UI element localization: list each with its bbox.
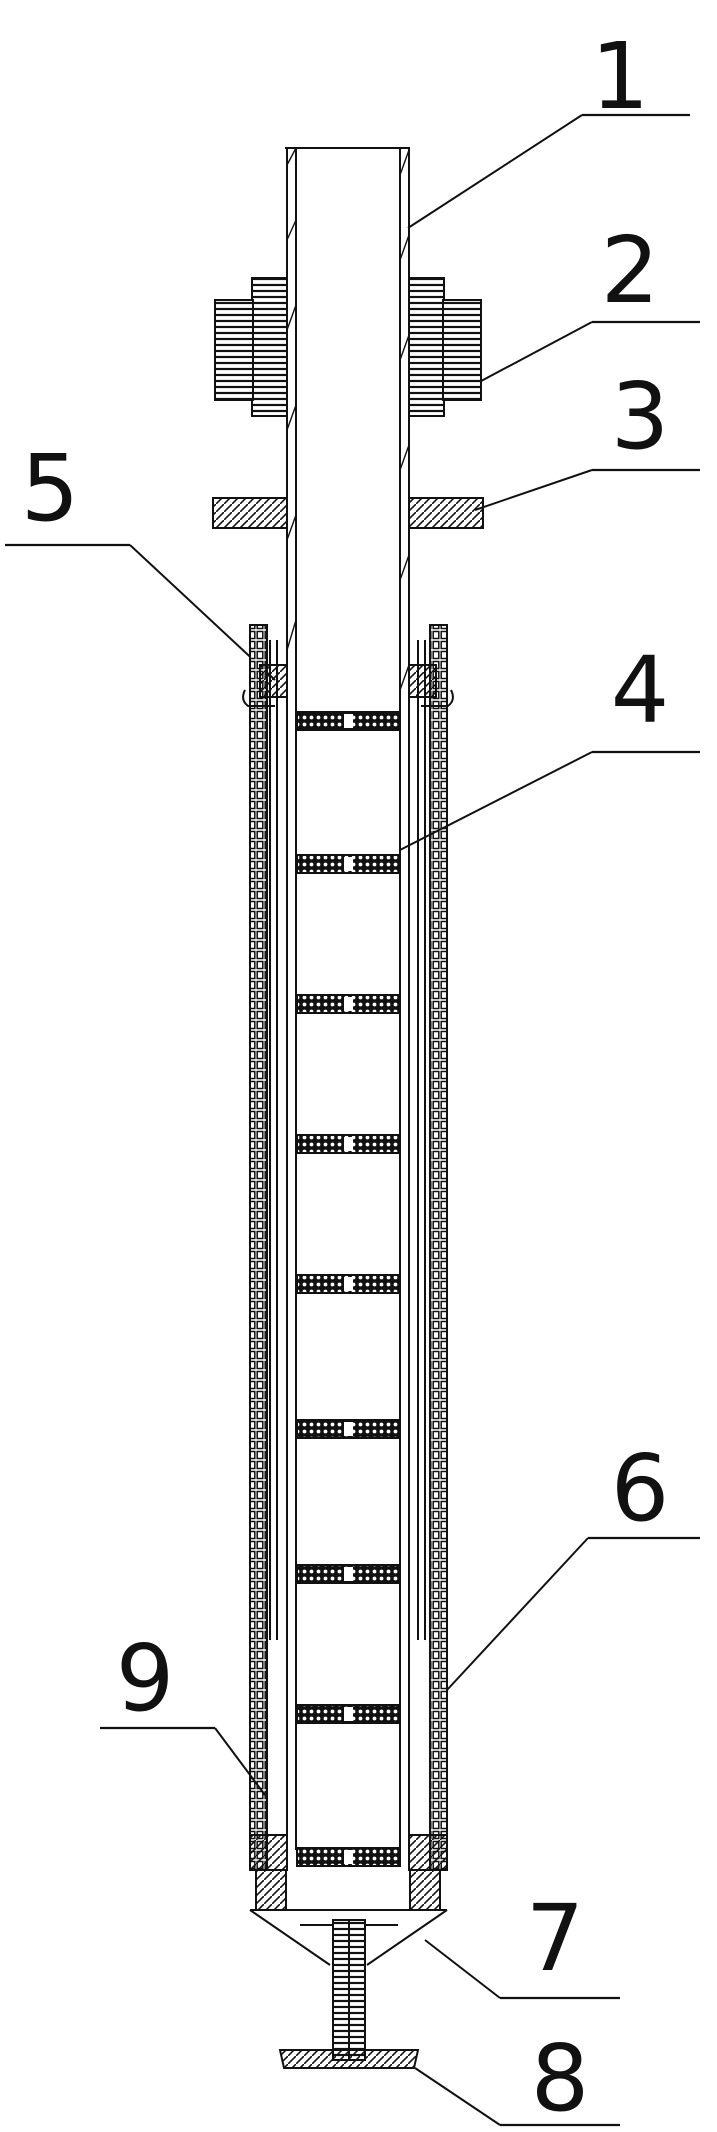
- top-fitting-left: [242, 664, 288, 707]
- plate-right: [408, 497, 484, 529]
- label-8-number: 8: [531, 2025, 590, 2132]
- top-fitting-right-hook: [421, 689, 454, 707]
- label-8: 8: [414, 2025, 620, 2132]
- outer-sleeve-right-wall: [429, 624, 448, 1871]
- filter-disc-center-gap: [344, 1422, 353, 1436]
- label-6-leader: [446, 1537, 589, 1691]
- label-7-number: 7: [526, 1885, 585, 1992]
- label-8-leader: [414, 2067, 501, 2126]
- label-9-number: 9: [116, 1625, 175, 1732]
- label-5: 5: [5, 435, 276, 681]
- bottom-collar-right: [409, 1869, 441, 1911]
- filter-disc-center-gap: [344, 1567, 353, 1581]
- label-9: 9: [100, 1625, 266, 1796]
- filter-disc: [296, 854, 401, 874]
- filter-disc-center-gap: [344, 1277, 353, 1291]
- label-6-number: 6: [611, 1435, 670, 1542]
- filter-disc: [296, 1847, 401, 1867]
- clamp-left-outer-block: [214, 299, 254, 401]
- label-1-leader: [407, 114, 583, 229]
- outer-sleeve: [249, 624, 448, 1871]
- label-2-number: 2: [601, 217, 660, 324]
- filter-disc-center-gap: [344, 1137, 353, 1151]
- bottom-seal-right: [408, 1834, 448, 1871]
- bottom-cone: [249, 1909, 448, 1966]
- label-5-number: 5: [21, 435, 80, 542]
- filter-disc: [296, 1134, 401, 1154]
- label-4: 4: [399, 637, 700, 851]
- filter-disc-center-gap: [344, 1850, 353, 1864]
- top-fitting-left-block: [259, 664, 288, 698]
- label-7: 7: [424, 1885, 620, 2000]
- top-fitting-right: [408, 664, 454, 707]
- label-3-leader: [474, 469, 593, 511]
- label-4-number: 4: [611, 637, 670, 744]
- filter-disc: [296, 1274, 401, 1294]
- outlet-flange: [278, 2049, 420, 2069]
- clamp-left: [214, 277, 288, 417]
- filter-disc-center-gap: [344, 1707, 353, 1721]
- label-6: 6: [446, 1435, 700, 1691]
- label-3-number: 3: [611, 363, 670, 470]
- clamp-right-outer-block: [442, 299, 482, 401]
- filter-disc: [296, 711, 401, 731]
- top-fitting-left-hook: [242, 689, 275, 707]
- filter-disc: [296, 1704, 401, 1724]
- filter-disc: [296, 1564, 401, 1584]
- filter-disc-center-gap: [344, 714, 353, 728]
- outlet-nozzle: [278, 1919, 420, 2069]
- cone-walls: [249, 1909, 448, 1966]
- clamp-right-inner-block: [408, 277, 445, 417]
- label-3: 3: [474, 363, 700, 511]
- label-7-leader: [424, 1939, 501, 1999]
- bottom-collar-left: [255, 1869, 287, 1911]
- label-4-leader: [399, 751, 593, 851]
- top-fitting-right-block: [408, 664, 437, 698]
- filter-disc: [296, 1419, 401, 1439]
- pipe-right-section-marks: [399, 149, 410, 691]
- clamp-left-inner-block: [251, 277, 288, 417]
- bottom-seal-left: [249, 1834, 288, 1871]
- pipe-left-section-marks: [286, 147, 297, 651]
- label-2-leader: [467, 321, 593, 389]
- outer-sleeve-left-wall: [249, 624, 268, 1871]
- filter-discs: [296, 711, 401, 1867]
- label-1: 1: [407, 23, 690, 229]
- label-9-leader: [214, 1727, 266, 1796]
- upper-pipe: [285, 147, 410, 700]
- filter-disc: [296, 994, 401, 1014]
- clamp-right: [408, 277, 482, 417]
- label-2: 2: [467, 217, 700, 389]
- filter-disc-center-gap: [344, 997, 353, 1011]
- plate-left: [212, 497, 288, 529]
- filter-disc-center-gap: [344, 857, 353, 871]
- label-1-number: 1: [591, 23, 650, 130]
